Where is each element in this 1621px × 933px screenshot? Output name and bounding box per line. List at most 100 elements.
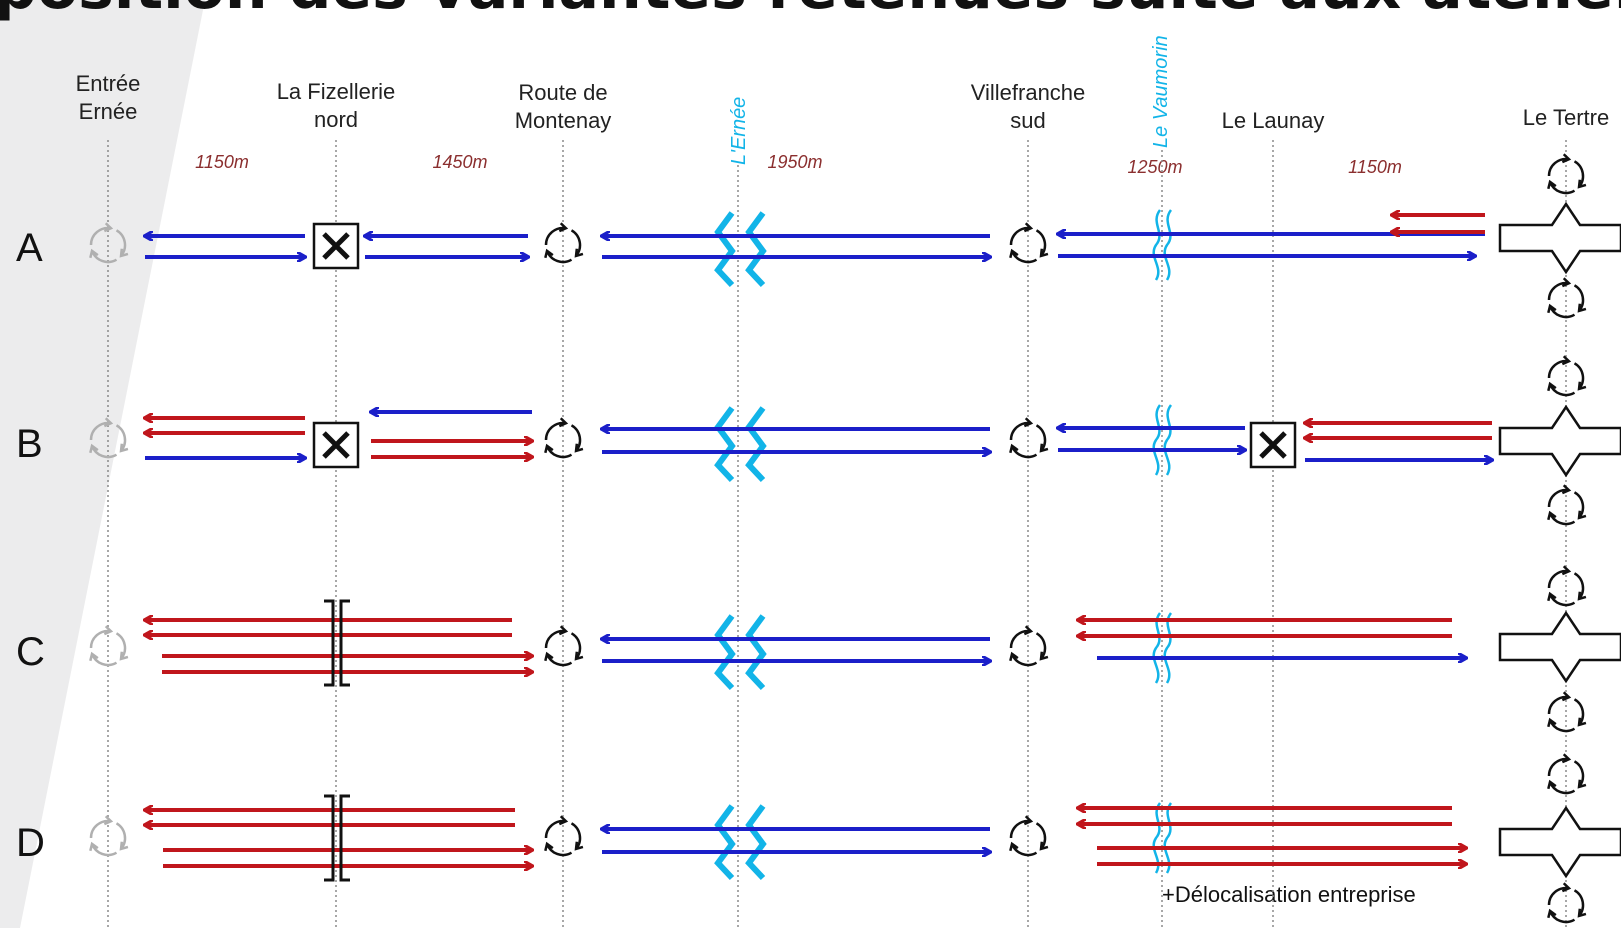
roundabout-tertre-bottom-1: [1547, 484, 1587, 526]
roundabout-villefranche-3: [1009, 815, 1049, 857]
location-label-villefranche-line1: Villefranche: [971, 80, 1086, 105]
location-label-montenay-line1: Route de: [518, 80, 607, 105]
roundabout-arrowhead: [1547, 591, 1557, 602]
roundabout-arrowhead: [1023, 625, 1034, 636]
roundabout-arrowhead: [119, 651, 129, 661]
river-label-ernee: L'Ernée: [728, 97, 750, 165]
roundabout-arrowhead: [119, 248, 129, 258]
roundabout-arc: [89, 629, 112, 649]
roundabout-arc: [1009, 629, 1032, 649]
roundabout-arc: [1035, 229, 1047, 257]
roundabout-arrowhead: [1547, 717, 1557, 728]
roundabout-arrowhead: [103, 222, 114, 233]
roundabout-arc: [89, 226, 112, 246]
vaumorin-crossing-2-0: [1152, 612, 1162, 684]
roundabout-arc: [544, 421, 567, 441]
roundabout-entree-1: [89, 417, 129, 459]
ernee-crossing-1-1: [745, 406, 767, 483]
bridge-right: [339, 599, 350, 687]
location-label-launay: Le Launay: [1222, 108, 1325, 133]
roundabout-villefranche-2: [1009, 625, 1049, 667]
location-label-fizellerie-line2: nord: [314, 107, 358, 132]
roundabout-arc: [545, 445, 573, 459]
roundabout-arc: [1573, 491, 1585, 519]
distance-labels: 1150m 1450m 1950m 1250m 1150m: [195, 152, 1402, 177]
interchange-tertre-c: [1498, 610, 1621, 684]
roundabout-arc: [1573, 362, 1585, 390]
junction-symbols: [89, 153, 1621, 924]
interchange-tertre-a: [1498, 201, 1621, 275]
roundabout-arrowhead: [1577, 908, 1587, 918]
roundabout-arrowhead: [1561, 753, 1572, 764]
roundabout-arc: [1547, 359, 1570, 379]
ernee-crossing-0-1: [745, 211, 767, 288]
roundabout-arc: [90, 250, 118, 264]
roundabout-arc: [1009, 226, 1032, 246]
roundabout-arc: [1548, 910, 1576, 924]
roundabout-montenay-3: [544, 815, 584, 857]
roundabout-arc: [1573, 284, 1585, 312]
roundabout-arc: [1009, 819, 1032, 839]
roundabout-arrowhead: [1577, 179, 1587, 189]
roundabout-arrowhead: [1009, 443, 1019, 454]
row-label-c: C: [16, 630, 45, 674]
roundabout-arrowhead: [1561, 484, 1572, 495]
interchange-tertre-d: [1498, 805, 1621, 879]
roundabout-arrowhead: [1039, 248, 1049, 258]
roundabout-arrowhead: [1561, 691, 1572, 702]
river-label-vaumorin: Le Vaumorin: [1150, 35, 1172, 148]
roundabout-arc: [1573, 160, 1585, 188]
roundabout-arrowhead: [1039, 651, 1049, 661]
roundabout-arrowhead: [1561, 355, 1572, 366]
location-label-tertre: Le Tertre: [1523, 105, 1609, 130]
roundabout-entree-2: [89, 625, 129, 667]
roundabout-tertre-bottom-0: [1547, 277, 1587, 319]
roundabout-arc: [1010, 445, 1038, 459]
roundabout-arc: [90, 445, 118, 459]
roundabout-arrowhead: [1547, 908, 1557, 919]
bridge-right: [339, 794, 350, 882]
ernee-crossing-3-1: [745, 804, 767, 881]
roundabout-arc: [1547, 886, 1570, 906]
roundabout-arrowhead: [574, 443, 584, 453]
ernee-crossing-2-0: [714, 614, 736, 691]
roundabout-tertre-top-3: [1547, 753, 1587, 795]
roundabout-arrowhead: [119, 443, 129, 453]
roundabout-arc: [570, 822, 582, 850]
roundabout-arc: [89, 421, 112, 441]
x-box-cross: [322, 431, 350, 459]
roundabout-arc: [570, 229, 582, 257]
roundabout-arrowhead: [1547, 510, 1557, 521]
river-crossings: [714, 209, 1173, 881]
roundabout-arrowhead: [1577, 303, 1587, 313]
roundabout-arc: [115, 822, 127, 850]
roundabout-arrowhead: [89, 651, 99, 662]
distance-label-1: 1150m: [195, 152, 249, 172]
roundabout-arrowhead: [1009, 841, 1019, 852]
roundabout-arc: [1035, 822, 1047, 850]
roundabout-arc: [1010, 250, 1038, 264]
roundabout-arc: [115, 424, 127, 452]
ernee-crossing-0-0: [714, 211, 736, 288]
roundabout-arc: [544, 226, 567, 246]
roundabout-arc: [545, 653, 573, 667]
x-box-cross: [322, 232, 350, 260]
closed-junction-fizellerie-a: [312, 222, 360, 270]
roundabout-arrowhead: [1009, 651, 1019, 662]
roundabout-arc: [1548, 512, 1576, 526]
roundabout-arrowhead: [103, 625, 114, 636]
roundabout-entree-0: [89, 222, 129, 264]
distance-label-2: 1450m: [432, 152, 487, 172]
roundabout-tertre-bottom-3: [1547, 882, 1587, 924]
roundabout-arc: [90, 653, 118, 667]
vaumorin-crossing-1-1: [1163, 404, 1173, 476]
page-title: position des variantes retenues suite au…: [0, 0, 1621, 23]
roundabout-arrowhead: [1039, 443, 1049, 453]
roundabout-arrowhead: [1547, 779, 1557, 790]
roundabout-tertre-top-2: [1547, 565, 1587, 607]
roundabout-villefranche-1: [1009, 417, 1049, 459]
road-arrows: [145, 215, 1492, 866]
roundabout-arc: [544, 629, 567, 649]
roundabout-arrowhead: [1023, 222, 1034, 233]
roundabout-arrowhead: [1577, 381, 1587, 391]
